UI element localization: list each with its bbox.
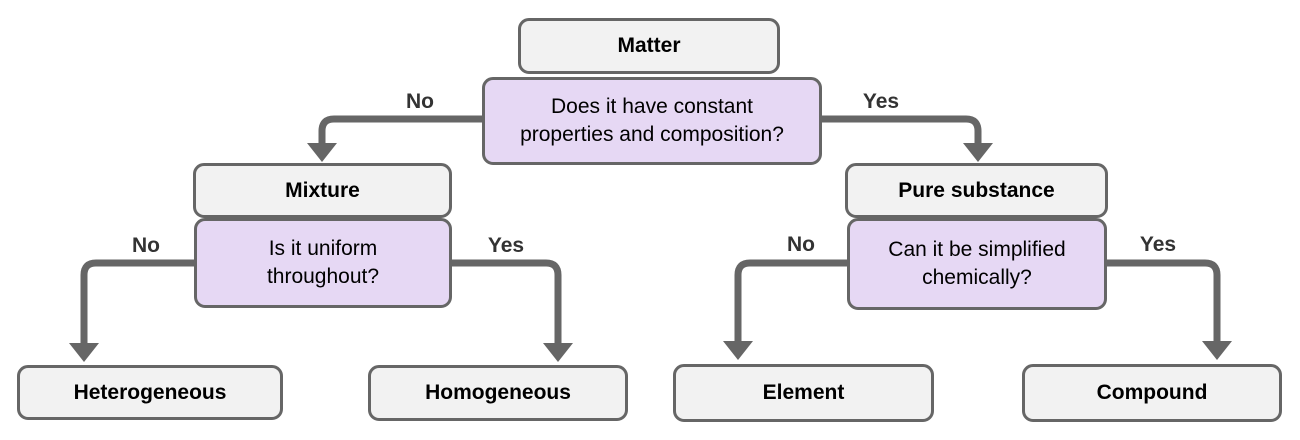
edge-label-simplified-yes: Yes bbox=[1139, 233, 1177, 256]
edge-properties-no-arrow bbox=[307, 115, 482, 162]
node-question-uniform: Is it uniform throughout? bbox=[194, 218, 452, 308]
node-heterogeneous: Heterogeneous bbox=[17, 365, 283, 420]
edge-simplified-yes-arrow bbox=[1107, 259, 1232, 360]
edge-label-uniform-no: No bbox=[132, 234, 160, 257]
edge-simplified-no-arrow bbox=[723, 259, 847, 360]
edge-label-properties-yes: Yes bbox=[862, 90, 900, 113]
node-question-simplified: Can it be simplified chemically? bbox=[847, 218, 1107, 310]
node-homogeneous: Homogeneous bbox=[368, 365, 628, 421]
node-compound: Compound bbox=[1022, 364, 1282, 422]
edge-label-uniform-yes: Yes bbox=[487, 234, 525, 257]
node-mixture: Mixture bbox=[193, 163, 452, 218]
node-pure-substance: Pure substance bbox=[845, 163, 1108, 218]
edge-uniform-yes-arrow bbox=[452, 259, 573, 362]
node-question-constant-properties: Does it have constant properties and com… bbox=[482, 77, 822, 165]
edge-label-properties-no: No bbox=[406, 90, 434, 113]
edge-label-simplified-no: No bbox=[787, 233, 815, 256]
edge-properties-yes-arrow bbox=[822, 115, 993, 162]
node-matter: Matter bbox=[518, 18, 780, 74]
node-element: Element bbox=[673, 364, 934, 422]
edge-uniform-no-arrow bbox=[69, 259, 194, 362]
